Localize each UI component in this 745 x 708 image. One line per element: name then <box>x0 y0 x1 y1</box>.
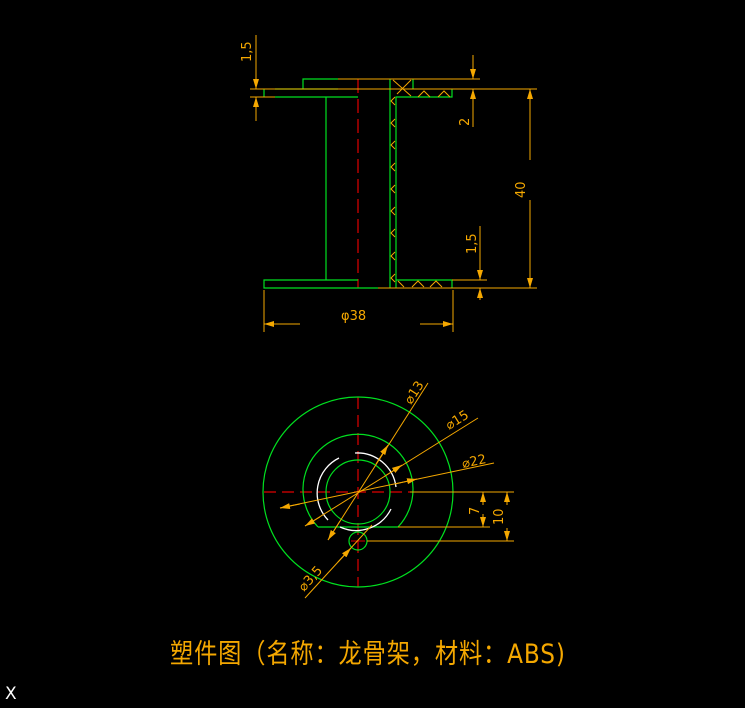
dim-diameter-22: ⌀22 <box>461 452 488 472</box>
inner-circle <box>325 459 391 525</box>
dim-diameter-13: ⌀13 <box>402 379 428 408</box>
dim-height: 40 <box>514 181 529 198</box>
dim-flange-diameter: φ38 <box>341 309 366 324</box>
dim-offset-hole: 10 <box>492 508 507 525</box>
section-dimension-lines <box>250 35 537 332</box>
dim-top-step: 2 <box>458 118 473 126</box>
dim-diameter-15: ⌀15 <box>443 408 472 434</box>
ucs-x-axis-icon: X <box>5 684 17 704</box>
dim-bottom-flange-thickness: 1,5 <box>465 233 480 254</box>
section-view: 1,5 2 40 1,5 φ38 <box>240 35 537 332</box>
drawing-title: 塑件图（名称：龙骨架，材料：ABS) <box>170 639 566 670</box>
dim-offset-flat: 7 <box>468 507 483 515</box>
end-dimension-lines <box>279 382 514 599</box>
dim-top-flange-thickness: 1,5 <box>240 41 255 62</box>
section-hatch <box>390 79 451 288</box>
end-view: ⌀13 ⌀15 ⌀22 ⌀3,5 7 10 <box>262 379 514 599</box>
